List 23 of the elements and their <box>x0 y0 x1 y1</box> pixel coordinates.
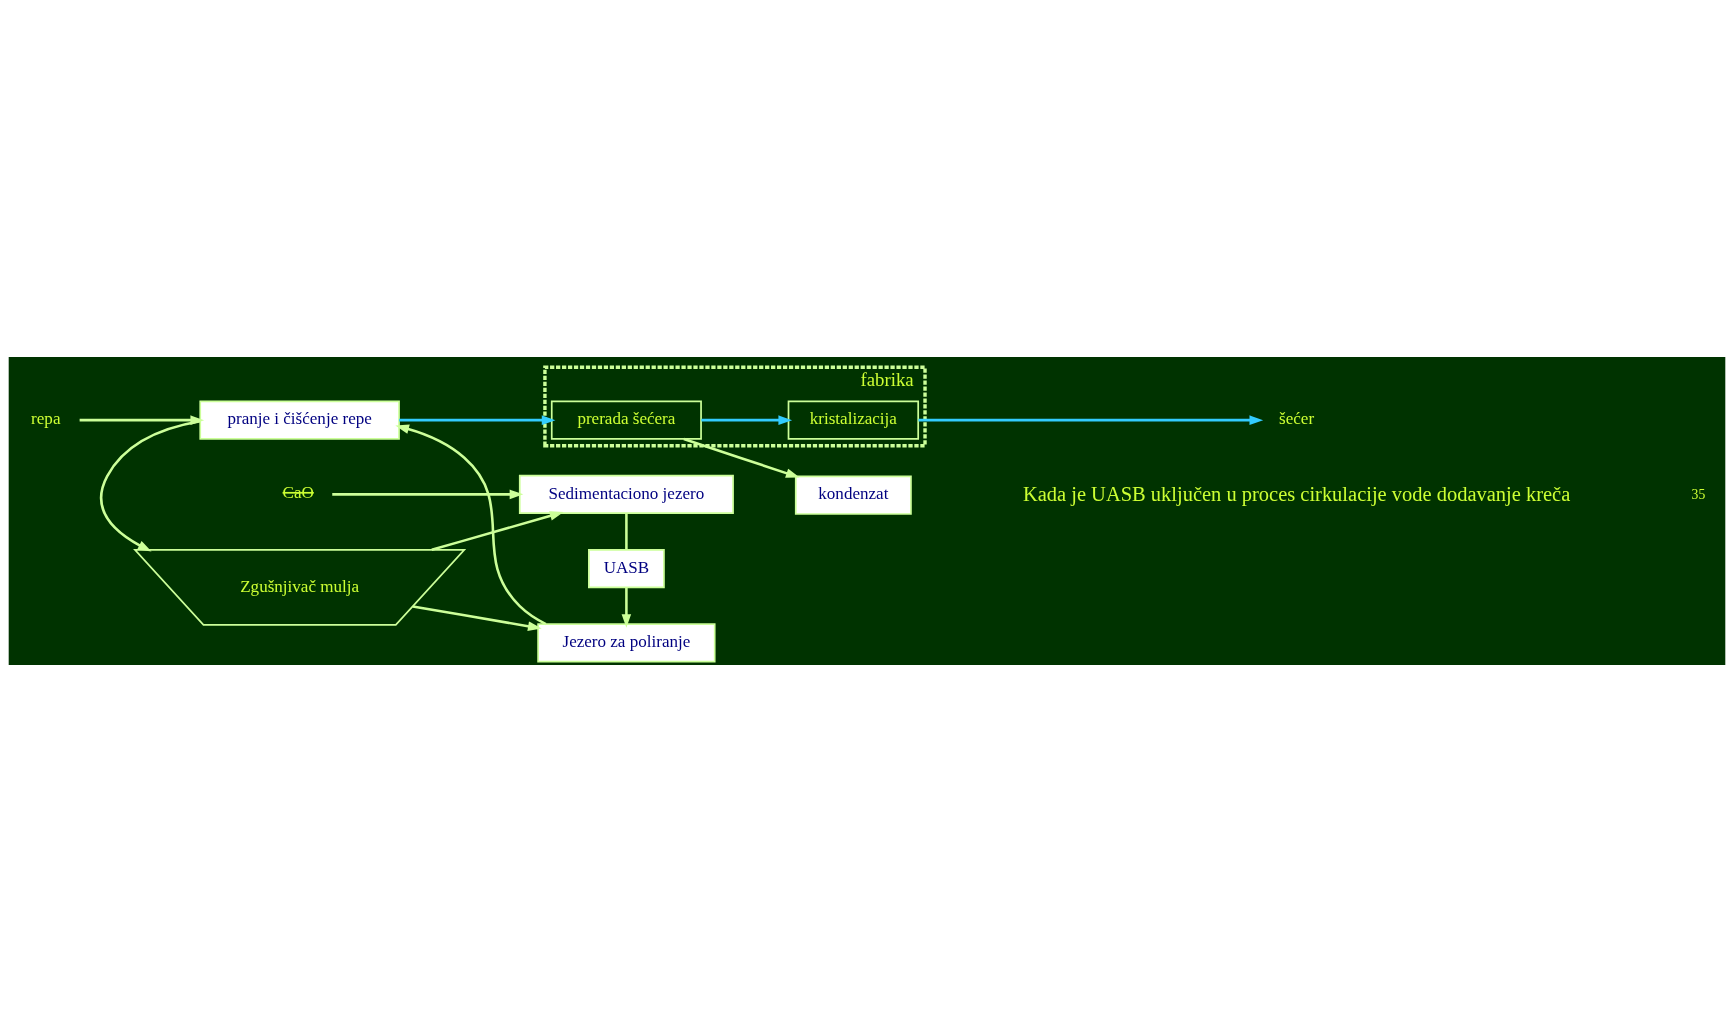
node-text: CaO <box>282 482 314 502</box>
arrow <box>399 414 556 425</box>
node-box: prerada šećera <box>550 400 702 440</box>
arrow <box>701 414 793 425</box>
node-text: repa <box>31 408 61 428</box>
arrow <box>332 489 524 499</box>
node-box: UASB <box>588 548 665 588</box>
arrow <box>412 604 542 631</box>
node-box: pranje i čišćenje repe <box>199 400 400 440</box>
arrow <box>621 586 632 628</box>
arrow <box>431 510 564 551</box>
label: Kada je UASB uključen u proces cirkulacije vode dodavanje kreča <box>1022 482 1571 505</box>
node-box: Sedimentaciono jezero <box>518 474 734 514</box>
arrow <box>683 437 800 478</box>
node-box: kristalizacija <box>787 400 920 440</box>
connector <box>625 512 628 550</box>
node-text: šećer <box>1279 408 1315 428</box>
node-box: kondenzat <box>794 475 912 515</box>
arrow <box>99 419 201 551</box>
label: 35 <box>1691 486 1706 502</box>
arrow <box>395 423 547 625</box>
node-box: Jezero za poliranje <box>537 622 716 662</box>
arrow <box>918 414 1264 425</box>
